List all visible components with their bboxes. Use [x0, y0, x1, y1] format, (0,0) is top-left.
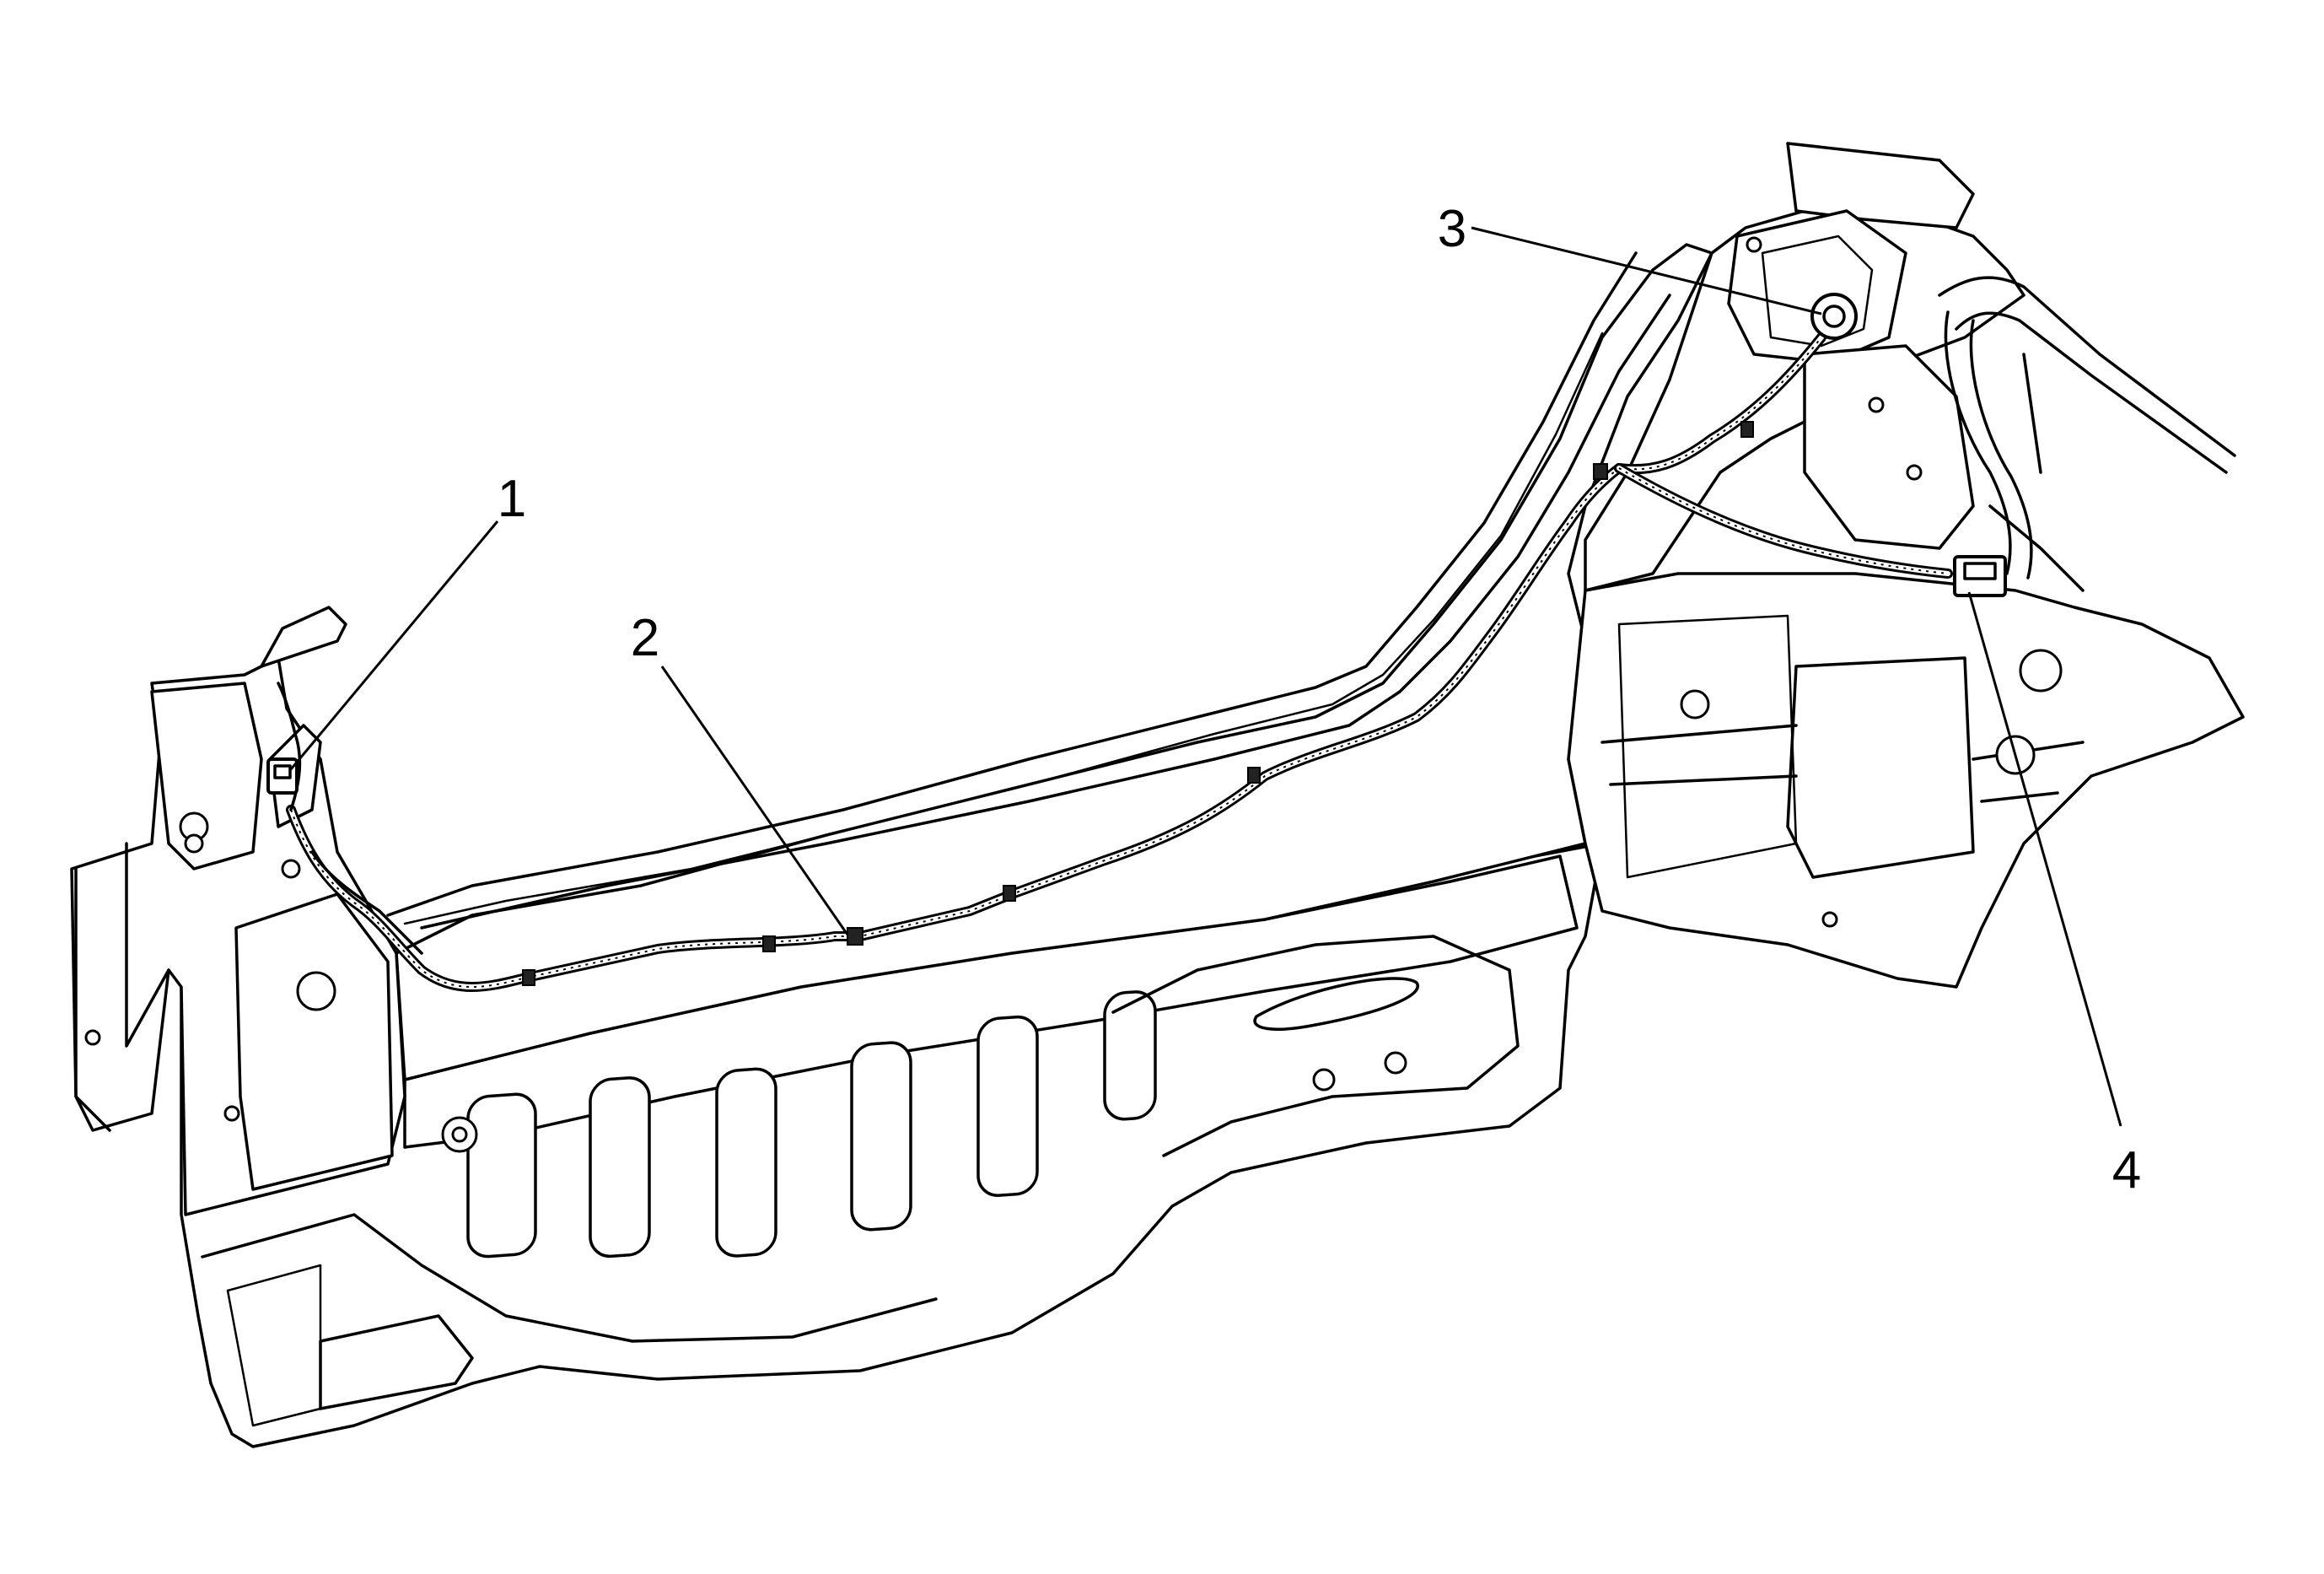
fuel-filler-tube-down-edge	[1969, 319, 2033, 579]
fuel-filler-tube-down	[1944, 310, 2012, 575]
floor-slot	[1253, 977, 1419, 1031]
harness-main-run-inner	[288, 466, 1622, 989]
harness-clip	[522, 969, 535, 986]
connector-4-latch	[1963, 562, 1997, 580]
floor-hole	[451, 1126, 468, 1143]
body-floor-structure	[180, 243, 1713, 1448]
floor-ribs	[466, 990, 1157, 1259]
harness-front-pigtail-2	[310, 850, 423, 955]
leader-line-4	[1967, 591, 2122, 1127]
front-floor-recess	[319, 1314, 474, 1410]
harness-clip	[1247, 767, 1261, 784]
tail-hole	[1746, 236, 1762, 253]
pillar-outer-flange	[74, 842, 170, 1132]
harness-branch-lower-hatch	[1618, 467, 1949, 574]
harness-clip	[1740, 421, 1754, 438]
tail-hole	[1906, 464, 1923, 481]
quarter-lower-flange	[1988, 353, 2085, 592]
rocker-second-ridge	[403, 332, 1604, 925]
harness-clip	[1593, 463, 1608, 480]
harness-clip	[847, 927, 863, 946]
fuel-filler-tube	[1938, 276, 2236, 457]
wheelhouse-hole	[2019, 649, 2063, 693]
leader-line-1	[289, 520, 499, 770]
wheelhouse-inner-plate	[1617, 614, 1798, 879]
tail-lamp-inner	[1761, 234, 1874, 348]
harness-branch-upper-hatch	[1618, 337, 1822, 471]
connector-3-socket-inner	[1822, 305, 1846, 328]
left-pillar-structure	[70, 606, 406, 1216]
pillar-upper	[260, 606, 347, 668]
floor-hole	[1384, 1051, 1407, 1075]
wheelhouse-hole	[1821, 911, 1838, 928]
harness-clip	[762, 935, 776, 952]
callout-leaders	[289, 226, 2122, 1127]
pillar-panel	[150, 682, 263, 871]
harness-clip	[1003, 885, 1016, 902]
connector-1-latch	[273, 764, 292, 779]
callout-4: 4	[2112, 1141, 2141, 1199]
callout-labels: 1 2 3 4	[498, 200, 2141, 1199]
pillar-hole	[223, 1105, 240, 1122]
pillar-hole	[296, 971, 336, 1011]
tail-panel-bracket	[1786, 142, 1975, 229]
floor-front-bulge	[1111, 935, 1520, 1157]
floor-hole	[1312, 1068, 1336, 1092]
wheelhouse-sill	[1600, 724, 2085, 803]
pillar-hole	[184, 833, 204, 854]
fuel-filler-tube-edge	[1955, 311, 2228, 474]
front-floor-panel	[201, 1213, 938, 1343]
callout-2: 2	[631, 609, 659, 667]
connectors	[266, 293, 2007, 795]
tail-hole	[1868, 396, 1885, 413]
leader-line-2	[660, 666, 849, 935]
wheelhouse-inner-box	[1786, 656, 1975, 879]
wheelhouse-hole	[1680, 689, 1710, 720]
pillar-hole	[281, 859, 301, 879]
callout-1: 1	[498, 470, 526, 528]
wiring-harness	[277, 332, 1953, 992]
quarter-inner-panel	[1803, 344, 1975, 550]
pillar-inner-panel	[234, 892, 394, 1191]
pillar-hole	[84, 1029, 101, 1046]
callout-3: 3	[1438, 200, 1466, 258]
rocker-top-ridge	[386, 251, 1638, 917]
rear-quarter-structure	[1567, 142, 2245, 989]
leader-line-3	[1471, 226, 1822, 315]
